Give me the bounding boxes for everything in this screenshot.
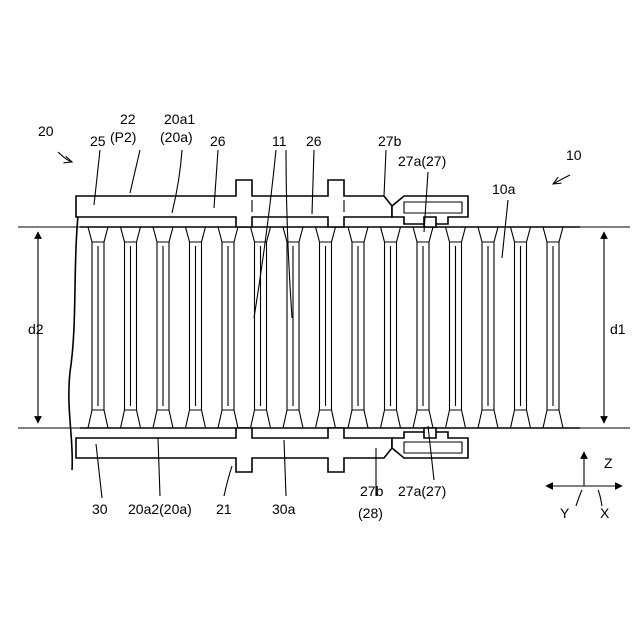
tube-break-line [69, 196, 80, 470]
label-28: (28) [358, 505, 383, 521]
label-20: 20 [38, 123, 54, 139]
label-30: 30 [92, 501, 108, 517]
label-21: 21 [216, 501, 232, 517]
label-27b-bottom: 27b [360, 483, 384, 499]
label-20a1: 20a1 [164, 111, 195, 127]
axis-label-y: Y [560, 505, 570, 521]
axis-label-x: X [600, 505, 610, 521]
tube-ribs [88, 227, 563, 428]
label-11: 11 [272, 133, 287, 149]
label-10a: 10a [492, 181, 516, 197]
axis-label-z: Z [604, 455, 613, 471]
label-25: 25 [90, 133, 106, 149]
label-20a2: 20a2(20a) [128, 501, 192, 517]
reference-labels: 20 22 (P2) 20a1 (20a) 25 26 11 26 27b 27… [28, 111, 626, 521]
label-26-left: 26 [210, 133, 226, 149]
label-30a: 30a [272, 501, 296, 517]
label-27a-bottom: 27a(27) [398, 483, 446, 499]
label-d1: d1 [610, 321, 626, 337]
label-d2: d2 [28, 321, 44, 337]
label-26-right: 26 [306, 133, 322, 149]
corrugated-tube [69, 196, 580, 470]
label-27a-top: 27a(27) [398, 153, 446, 169]
label-27b-top: 27b [378, 133, 402, 149]
label-10: 10 [566, 147, 582, 163]
label-22: 22 [120, 111, 136, 127]
label-p2: (P2) [110, 129, 136, 145]
protector-lower-wall [76, 428, 468, 472]
label-20a-top: (20a) [160, 129, 193, 145]
